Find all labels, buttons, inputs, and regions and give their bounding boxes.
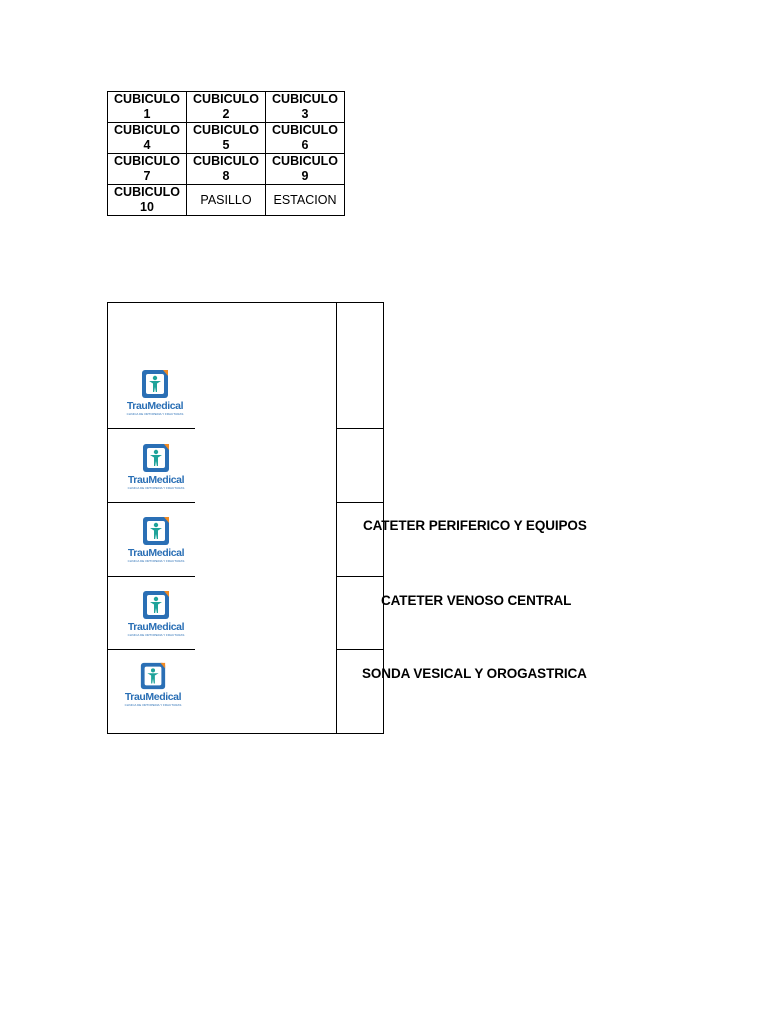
logo-wordmark: TrauMedical bbox=[127, 547, 185, 559]
section-label-central-venous-catheter: CATETER VENOSO CENTRAL bbox=[381, 593, 572, 608]
traumedical-emblem-icon bbox=[143, 444, 169, 472]
row-divider-right bbox=[336, 502, 383, 503]
traumedical-logo: TrauMedical CLINICA DE ORTOPEDIA Y FRACT… bbox=[124, 442, 188, 490]
traumedical-logo: TrauMedical CLINICA DE ORTOPEDIA Y FRACT… bbox=[121, 661, 185, 707]
logo-tagline: CLINICA DE ORTOPEDIA Y FRACTURAS bbox=[127, 486, 185, 490]
supplies-table-frame bbox=[107, 302, 384, 734]
logo-wordmark: TrauMedical bbox=[127, 474, 185, 486]
traumedical-emblem-icon bbox=[143, 517, 169, 545]
traumedical-emblem-icon bbox=[142, 370, 168, 398]
section-label-bladder-orogastric-tube: SONDA VESICAL Y OROGASTRICA bbox=[362, 666, 587, 681]
row-divider-right bbox=[336, 428, 383, 429]
station-cell: ESTACION bbox=[265, 184, 345, 216]
logo-tagline: CLINICA DE ORTOPEDIA Y FRACTURAS bbox=[127, 559, 185, 563]
logo-tagline: CLINICA DE ORTOPEDIA Y FRACTURAS bbox=[124, 703, 182, 707]
traumedical-emblem-icon bbox=[143, 591, 169, 619]
logo-tagline: CLINICA DE ORTOPEDIA Y FRACTURAS bbox=[127, 633, 185, 637]
row-divider-left bbox=[107, 502, 195, 503]
logo-wordmark: TrauMedical bbox=[126, 400, 184, 412]
row-divider-right bbox=[336, 649, 383, 650]
logo-wordmark: TrauMedical bbox=[124, 691, 182, 703]
supplies-table-column-divider bbox=[336, 302, 337, 734]
traumedical-logo: TrauMedical CLINICA DE ORTOPEDIA Y FRACT… bbox=[124, 589, 188, 637]
traumedical-emblem-icon bbox=[140, 662, 166, 690]
row-divider-left bbox=[107, 428, 195, 429]
hallway-cell: PASILLO bbox=[186, 184, 266, 216]
row-divider-left bbox=[107, 576, 195, 577]
row-divider-right bbox=[336, 576, 383, 577]
row-divider-left bbox=[107, 649, 195, 650]
logo-tagline: CLINICA DE ORTOPEDIA Y FRACTURAS bbox=[126, 412, 184, 416]
section-label-peripheral-catheter: CATETER PERIFERICO Y EQUIPOS bbox=[363, 518, 587, 533]
logo-wordmark: TrauMedical bbox=[127, 621, 185, 633]
traumedical-logo: TrauMedical CLINICA DE ORTOPEDIA Y FRACT… bbox=[123, 368, 187, 416]
traumedical-logo: TrauMedical CLINICA DE ORTOPEDIA Y FRACT… bbox=[124, 515, 188, 563]
